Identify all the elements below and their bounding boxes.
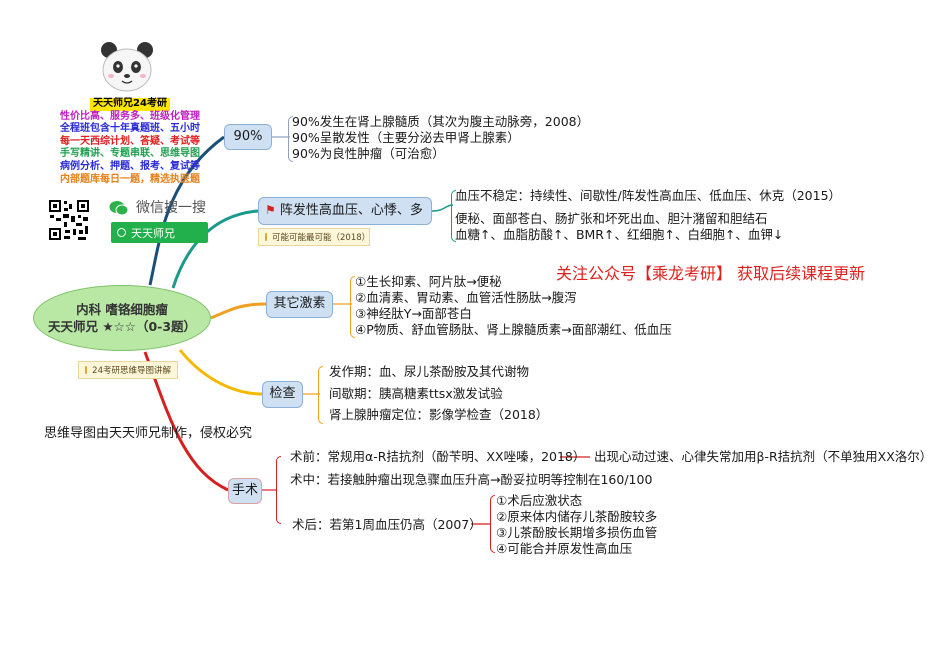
exam-item: 肾上腺肿瘤定位：影像学检查（2018） (329, 407, 549, 422)
post-reason: ①术后应激状态 (496, 493, 583, 508)
node-examination[interactable]: 检查 (262, 381, 303, 408)
central-subtitle: 天天师兄 ★☆☆（0-3题） (47, 319, 197, 334)
brace (276, 456, 281, 524)
post-reason: ④可能合并原发性高血压 (496, 541, 633, 556)
panda-mascot-icon (101, 42, 153, 92)
n90-item: 90%呈散发性（主要分泌去甲肾上腺素） (292, 130, 520, 145)
post-reason: ②原来体内储存儿茶酚胺较多 (496, 509, 658, 524)
hormone-item: ④P物质、舒血管肠肽、肾上腺髓质素→面部潮红、低血压 (355, 322, 672, 337)
promo-line: 每一天西综计划、答疑、考试等 (60, 135, 200, 147)
surgery-pre: 术前：常规用α-R拮抗剂（酚苄明、XX唑嗪，2018） (290, 449, 586, 464)
central-tag: 24考研思维导图讲解 (78, 361, 178, 379)
surgery-post: 术后：若第1周血压仍高（2007） (292, 517, 482, 532)
wechat-search-box[interactable]: 天天师兄 (111, 222, 208, 243)
node-90-percent[interactable]: 90% (224, 124, 272, 150)
copyright-text: 思维导图由天天师兄制作，侵权必究 (44, 426, 253, 441)
promo-line: 病例分析、押题、报考、复试等 (60, 160, 200, 172)
post-reason: ③儿茶酚胺长期增多损伤血管 (496, 525, 658, 540)
search-icon (117, 228, 126, 237)
surgery-mid: 术中：若接触肿瘤出现急骤血压升高→酚妥拉明等控制在160/100 (290, 472, 653, 487)
brace (318, 366, 323, 424)
hypertension-tag: 可能可能最可能（2018） (258, 228, 370, 246)
central-topic[interactable]: 内科 嗜铬细胞瘤 天天师兄 ★☆☆（0-3题） (33, 285, 211, 351)
brace (288, 116, 293, 162)
promo-line: 全程班包含十年真题班、五小时 (60, 123, 200, 135)
exam-item: 发作期：血、尿儿茶酚胺及其代谢物 (329, 364, 530, 379)
n90-item: 90%为良性肿瘤（可治愈） (292, 146, 445, 161)
flag-icon: ⚑ (265, 203, 276, 217)
wechat-icon (109, 201, 129, 216)
qr-code-icon (48, 199, 90, 241)
central-title: 内科 嗜铬细胞瘤 (76, 302, 168, 317)
hormone-item: ③神经肽Y→面部苍白 (355, 306, 472, 321)
n90-item: 90%发生在肾上腺髓质（其次为腹主动脉旁，2008） (292, 114, 590, 129)
promo-title: 天天师兄24考研 (90, 98, 170, 111)
promo-line: 性价比高、服务多、班级化管理 (60, 110, 200, 122)
hypertension-item: 血压不稳定：持续性、间歇性/阵发性高血压、低血压、休克（2015） (455, 188, 842, 203)
promo-line: 手写精讲、专题串联、思维导图 (60, 148, 200, 160)
node-surgery[interactable]: 手术 (228, 478, 262, 504)
hypertension-item: 便秘、面部苍白、肠扩张和坏死出血、胆汁潴留和胆结石 (455, 211, 768, 226)
node-other-hormones[interactable]: 其它激素 (266, 291, 333, 318)
promo-block: 天天师兄24考研 性价比高、服务多、班级化管理 全程班包含十年真题班、五小时 每… (56, 98, 204, 186)
promo-line: 内部题库每日一题，精选执医题 (60, 173, 200, 185)
hypertension-item: 血糖↑、血脂肪酸↑、BMR↑、红细胞↑、白细胞↑、血钾↓ (455, 227, 784, 242)
red-notice: 关注公众号【乘龙考研】 获取后续课程更新 (556, 264, 866, 283)
search-text: 天天师兄 (131, 226, 175, 240)
hormone-item: ②血清素、胃动素、血管活性肠肽→腹泻 (355, 290, 577, 305)
brace (350, 276, 355, 338)
brace (451, 190, 456, 242)
note-icon (85, 366, 88, 374)
wechat-search-label: 微信搜一搜 (136, 200, 206, 216)
surgery-pre-extra: 出现心动过速、心律失常加用β-R拮抗剂（不单独用XX洛尔） (594, 449, 933, 464)
node-paroxysmal-hypertension[interactable]: ⚑ 阵发性高血压、心悸、多汗 (258, 197, 432, 243)
hormone-item: ①生长抑素、阿片肽→便秘 (355, 274, 502, 289)
brace (490, 495, 495, 553)
note-icon (265, 233, 267, 241)
exam-item: 间歇期：胰高糖素ttsx激发试验 (329, 386, 503, 401)
